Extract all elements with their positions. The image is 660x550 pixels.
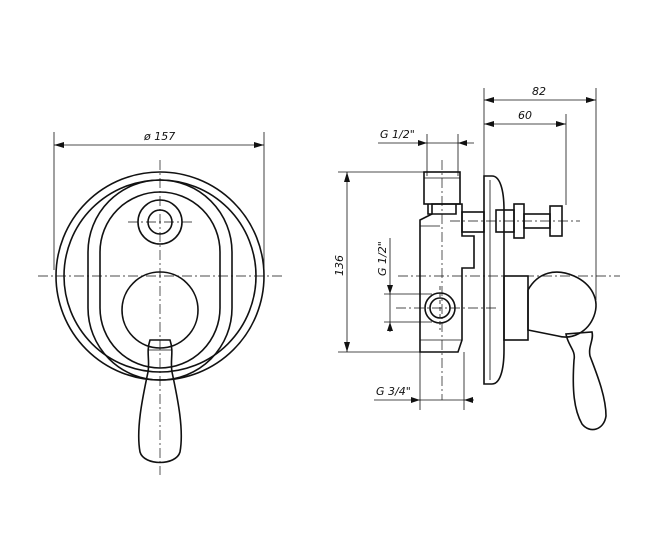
side-outlet: [396, 286, 496, 330]
side-view: 136 G 1/2" G 1/2" G 3/4": [333, 85, 620, 431]
width-82-label: 82: [532, 85, 546, 98]
side-thread-dimension: G 1/2": [376, 238, 432, 332]
width-82-dimension: 82: [483, 85, 597, 300]
width-60-label: 60: [518, 109, 532, 122]
side-thread-label: G 1/2": [376, 241, 389, 276]
top-thread-dimension: G 1/2": [378, 128, 474, 176]
front-view: ø 157: [38, 130, 282, 475]
handle-hub-side: [503, 271, 597, 341]
lever-handle-side: [565, 331, 607, 431]
diameter-label: ø 157: [143, 130, 175, 143]
valve-body: [419, 203, 475, 353]
height-dimension: 136: [333, 171, 430, 353]
lever-handle: [137, 339, 183, 464]
height-label: 136: [333, 255, 346, 276]
diameter-dimension: ø 157: [53, 130, 265, 270]
bottom-thread-dimension: G 3/4": [374, 352, 474, 410]
width-60-dimension: 60: [484, 109, 567, 205]
top-thread-label: G 1/2": [380, 128, 415, 141]
bottom-thread-label: G 3/4": [376, 385, 411, 398]
diverter-stem: [450, 203, 580, 239]
wall-plate-profile: [483, 175, 505, 385]
